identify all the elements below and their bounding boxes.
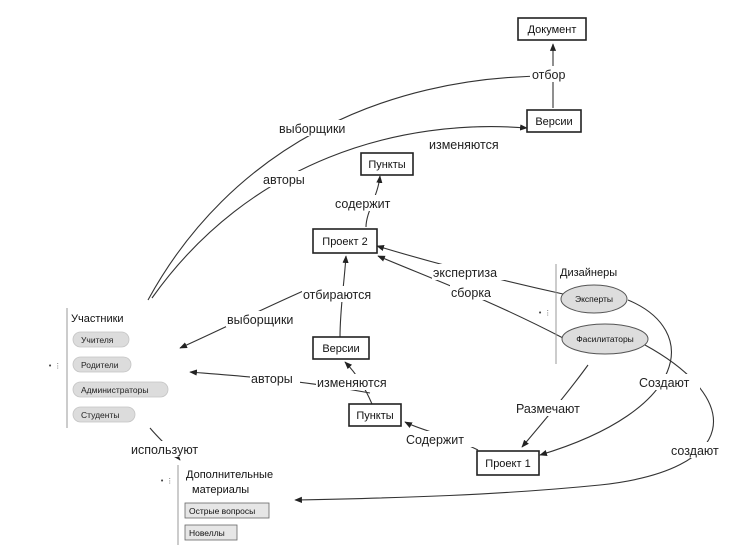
- material-item-novelly: Новеллы: [189, 528, 225, 538]
- node-punkty-top[interactable]: Пункты: [360, 152, 414, 176]
- node-dokument[interactable]: Документ: [517, 17, 587, 41]
- node-versii-mid[interactable]: Версии: [312, 336, 370, 360]
- edge-label-otbor: отбор: [532, 68, 566, 82]
- edge-label-izmenyayutsya-top: изменяются: [429, 138, 499, 152]
- node-proekt1[interactable]: Проект 1: [476, 450, 540, 476]
- materials-expand-icon[interactable]: • ⋮: [160, 477, 173, 485]
- edge-label-vyborshchiki-mid: выборщики: [227, 313, 293, 327]
- designers-expand-icon[interactable]: • ⋮: [538, 309, 551, 317]
- designer-item-fasilitatory: Фасилитаторы: [576, 334, 634, 344]
- designer-item-eksperty: Эксперты: [575, 294, 613, 304]
- edge-sozdayut-lower: [294, 344, 714, 503]
- edge-label-avtory-mid: авторы: [251, 372, 293, 386]
- edge-label-izmenyayutsya-mid: изменяются: [317, 376, 387, 390]
- node-versii-mid-label: Версии: [322, 343, 359, 355]
- group-designers[interactable]: • ⋮ Дизайнеры Эксперты Фасилитаторы: [538, 264, 649, 364]
- group-participants[interactable]: • ⋮ Участники Учителя Родители Администр…: [48, 308, 169, 428]
- participant-item-studenty: Студенты: [81, 410, 119, 420]
- node-versii-top[interactable]: Версии: [526, 109, 582, 133]
- edge-label-avtory-top: авторы: [263, 173, 305, 187]
- materials-title-line1: Дополнительные: [186, 469, 273, 481]
- participants-expand-icon[interactable]: • ⋮: [48, 362, 61, 370]
- group-materials[interactable]: • ⋮ Дополнительные материалы Острые вопр…: [160, 465, 273, 545]
- participant-item-uchitelya: Учителя: [81, 335, 114, 345]
- node-proekt2-label: Проект 2: [322, 236, 367, 248]
- node-punkty-mid[interactable]: Пункты: [348, 403, 402, 427]
- edge-label-otbirayutsya: отбираются: [303, 288, 371, 302]
- participants-title: Участники: [71, 313, 124, 325]
- edge-label-razmechayut: Размечают: [516, 402, 580, 416]
- edge-label-soderzhit-bottom: Содержит: [406, 433, 464, 447]
- participant-item-administratory: Администраторы: [81, 385, 148, 395]
- edge-sozdayut-upper: [539, 299, 672, 456]
- node-punkty-top-label: Пункты: [368, 159, 405, 171]
- edge-label-ekspertiza: экспертиза: [433, 266, 497, 280]
- node-versii-top-label: Версии: [535, 116, 572, 128]
- edge-label-sozdayut-lower: создают: [671, 444, 719, 458]
- edge-label-soderzhit-top: содержит: [335, 197, 391, 211]
- edge-label-sozdayut-upper: Создают: [639, 376, 690, 390]
- edge-label-ispolzuyut: используют: [131, 443, 198, 457]
- node-dokument-label: Документ: [528, 24, 577, 36]
- material-item-ostrye-voprosy: Острые вопросы: [189, 506, 255, 516]
- node-proekt2[interactable]: Проект 2: [312, 228, 378, 254]
- edge-label-vyborshchiki-top: выборщики: [279, 122, 345, 136]
- node-proekt1-label: Проект 1: [485, 458, 530, 470]
- designers-title: Дизайнеры: [560, 267, 617, 279]
- node-punkty-mid-label: Пункты: [356, 410, 393, 422]
- edge-avtory-top: [151, 124, 528, 299]
- participant-item-roditeli: Родители: [81, 360, 119, 370]
- edge-label-sborka: сборка: [451, 286, 491, 300]
- materials-title-line2: материалы: [192, 484, 249, 496]
